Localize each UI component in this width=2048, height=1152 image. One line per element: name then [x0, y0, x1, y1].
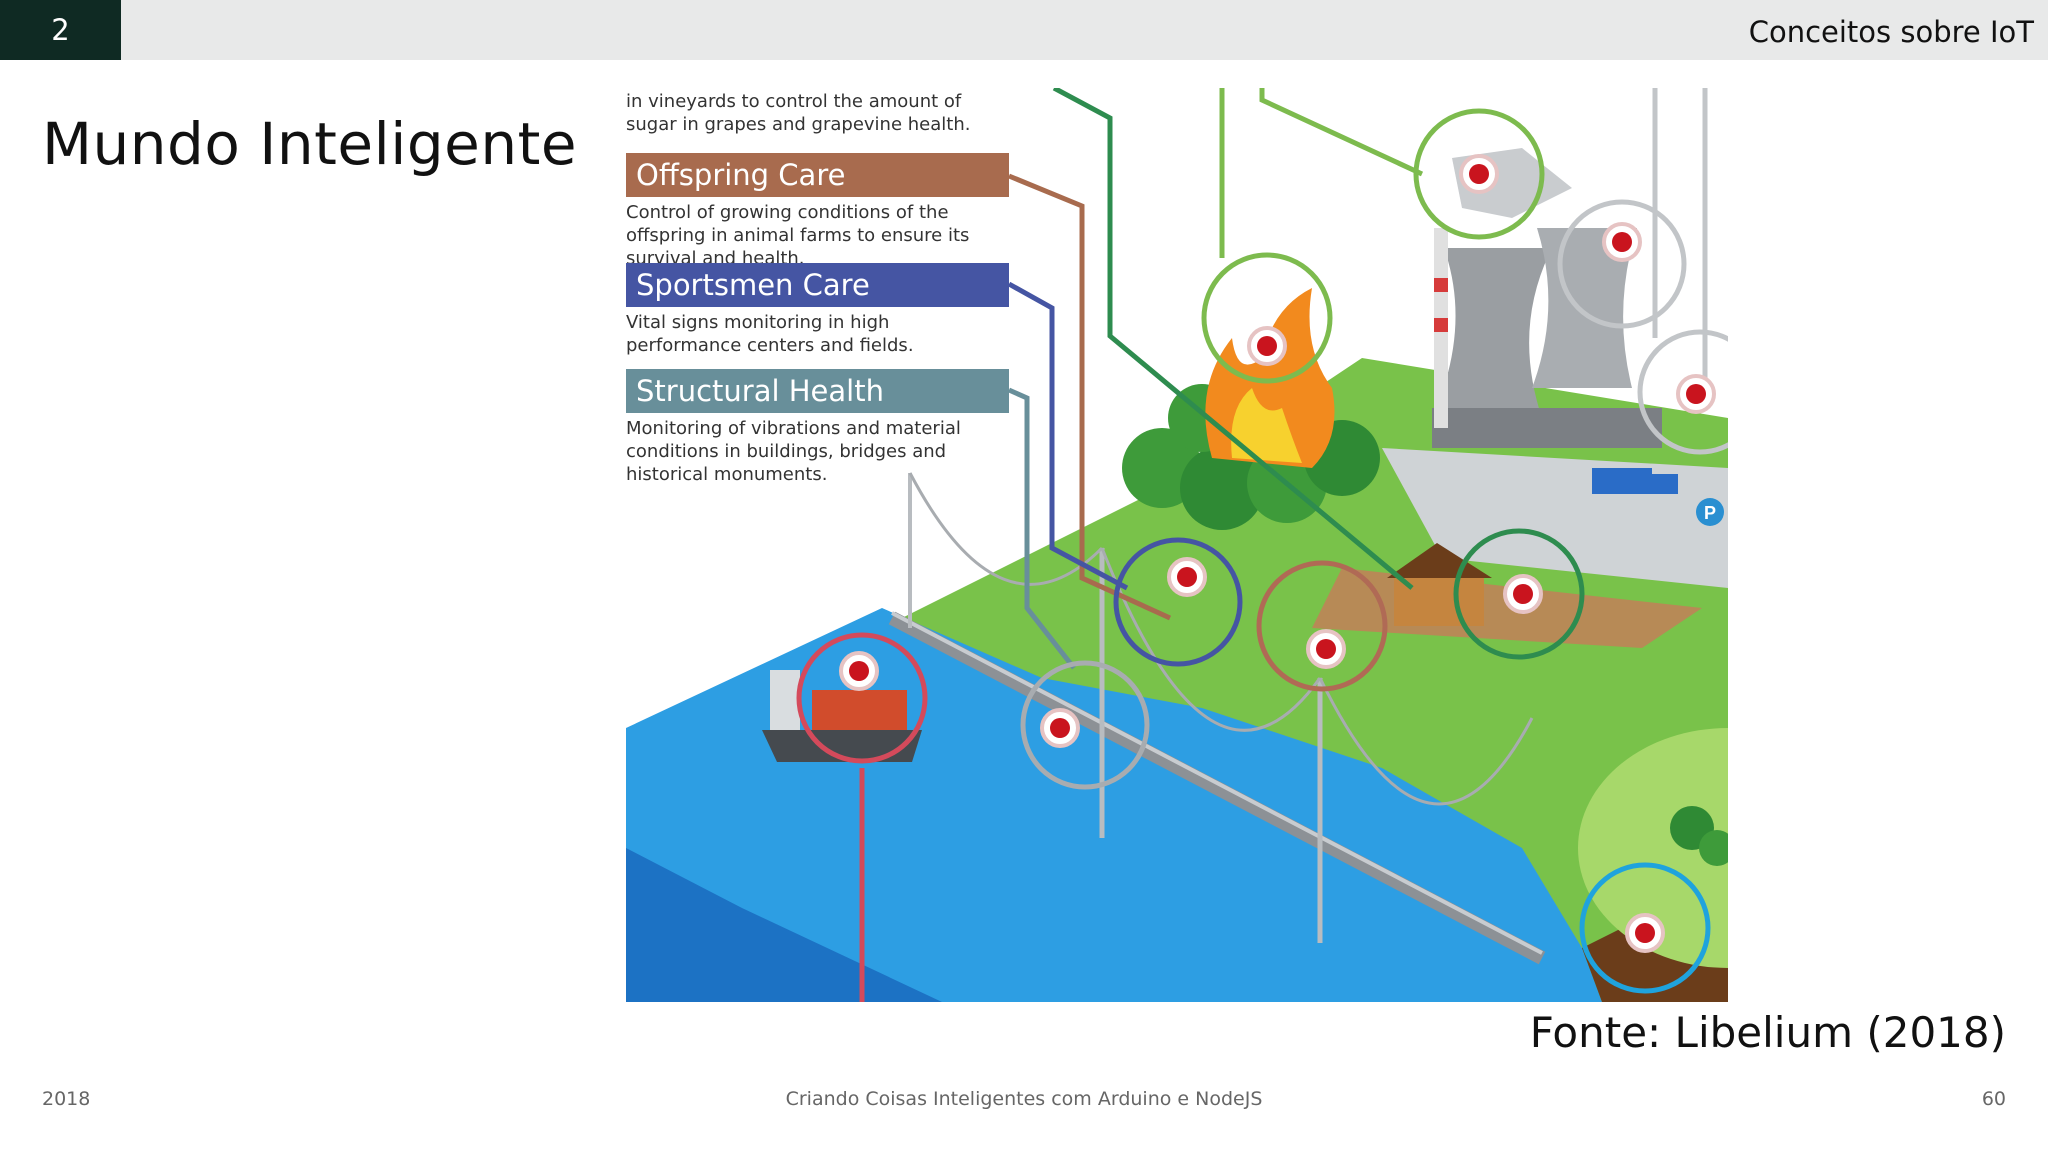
ship-containers [812, 690, 907, 730]
sportsmen-care-label: Sportsmen Care [626, 263, 1009, 307]
parking-sign [1696, 498, 1724, 526]
header-title: Conceitos sobre IoT [1748, 15, 2034, 49]
header-bar [0, 0, 2048, 60]
sensor-marker [1256, 560, 1388, 692]
farm-house-roof [1387, 543, 1492, 578]
hill [1578, 728, 1728, 968]
sensor-marker [1453, 528, 1585, 660]
footer-course-title: Criando Coisas Inteligentes com Arduino … [785, 1088, 1263, 1110]
tree [1180, 446, 1264, 530]
bridge-cable [1318, 677, 1534, 806]
section-number-badge: 2 [0, 0, 121, 60]
offspring-connector [1008, 173, 1172, 621]
parking-sign-letter: P [1704, 503, 1716, 523]
sportsmen-connector [1007, 281, 1129, 591]
cargo-ship [762, 730, 922, 762]
sensor-marker [1637, 329, 1728, 455]
sensor-marker [796, 632, 928, 764]
sensor-marker [1413, 108, 1545, 240]
sensor-marker [1579, 862, 1711, 994]
footer-year: 2018 [42, 1088, 91, 1110]
sensor-marker [1020, 660, 1150, 790]
smart-world-scene: P [626, 88, 1728, 1002]
cooling-tower-1 [1432, 248, 1552, 418]
intro-description: in vineyards to control the amount of su… [626, 91, 971, 135]
structural-connector [1007, 387, 1076, 670]
structural-health-description: Monitoring of vibrations and material co… [626, 418, 961, 485]
bridge-cable [1100, 547, 1322, 732]
sensor-marker [1113, 537, 1243, 667]
sensor-marker [1557, 199, 1687, 329]
sensor-marker [1201, 252, 1333, 384]
footer-page-number: 60 [1981, 1088, 2006, 1110]
smart-world-illustration: P [622, 88, 1728, 1002]
offspring-care-description: Control of growing conditions of the off… [626, 202, 970, 269]
structural-health-label: Structural Health [626, 369, 1009, 413]
delivery-truck [1592, 468, 1652, 494]
green-connector [1052, 88, 1414, 590]
slide-title: Mundo Inteligente [42, 110, 578, 178]
sportsmen-care-description: Vital signs monitoring in high performan… [626, 312, 914, 356]
source-citation: Fonte: Libelium (2018) [1529, 1008, 2006, 1057]
offspring-care-label: Offspring Care [626, 153, 1009, 197]
water-shadow [626, 848, 942, 1002]
bridge-deck [888, 611, 1546, 965]
bridge-cable [908, 472, 1104, 586]
plant-base [1432, 408, 1662, 448]
